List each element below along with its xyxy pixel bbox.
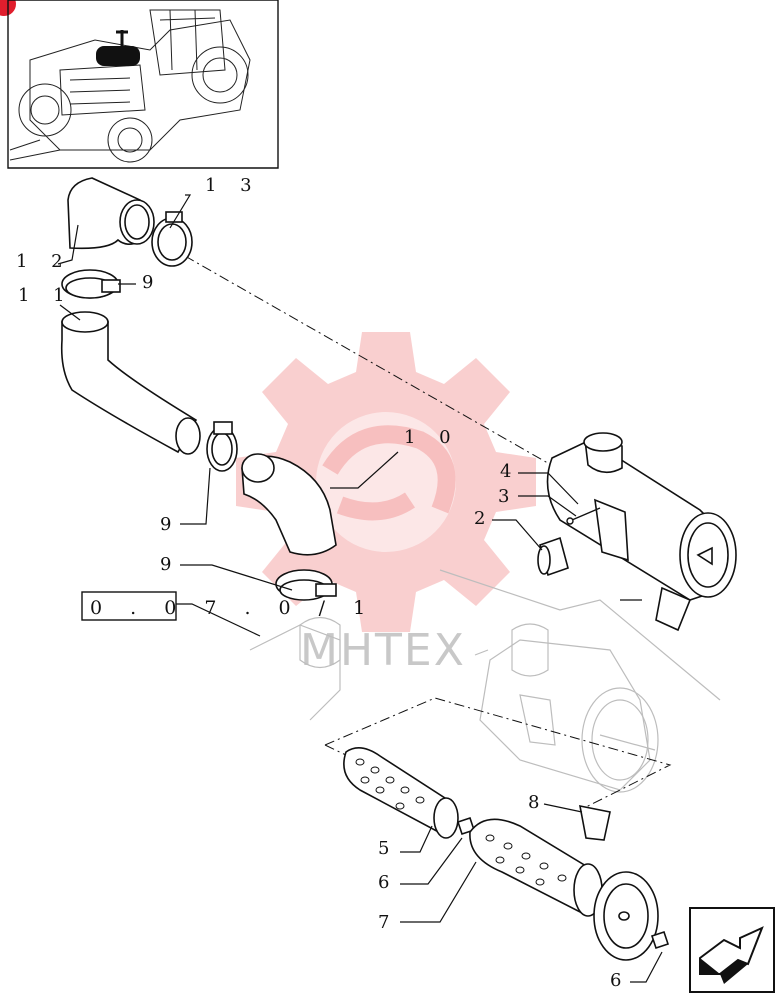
callout-2: 2 xyxy=(474,508,494,529)
watermark-text: МНТЕХ xyxy=(300,625,466,676)
part-cover[interactable] xyxy=(593,871,659,961)
callout-11: 1 1 xyxy=(18,285,74,306)
part-air-filter-housing[interactable] xyxy=(546,432,737,632)
callout-3: 3 xyxy=(498,486,518,507)
callout-5: 5 xyxy=(378,838,398,859)
reference-box-label: 0 . 0 7 . 0 / 1 xyxy=(90,597,376,619)
part-elbow-12[interactable] xyxy=(67,177,155,250)
ghost-housing xyxy=(249,569,721,793)
callout-13: 1 3 xyxy=(205,175,261,196)
reference-box[interactable]: 0 . 0 7 . 0 / 1 xyxy=(81,591,376,621)
part-pipe-11[interactable] xyxy=(60,311,201,455)
part-valve-8[interactable] xyxy=(578,804,611,841)
callout-12: 1 2 xyxy=(16,251,72,272)
part-clamp-9-upper[interactable] xyxy=(61,269,121,299)
part-clamp-13[interactable] xyxy=(151,211,193,267)
air-filter-highlight xyxy=(96,46,140,66)
callout-9-upper: 9 xyxy=(142,272,162,293)
part-filter-7[interactable] xyxy=(469,818,603,917)
part-filter-5[interactable] xyxy=(343,747,459,839)
part-wingnut-6-lower[interactable] xyxy=(650,930,670,950)
callout-10: 1 0 xyxy=(404,427,460,448)
callout-6-lower: 6 xyxy=(610,970,630,991)
callout-4: 4 xyxy=(500,461,520,482)
part-hose-10[interactable] xyxy=(241,453,337,556)
callout-9-middle: 9 xyxy=(160,514,180,535)
callout-6-upper: 6 xyxy=(378,872,398,893)
callout-9-lower: 9 xyxy=(160,554,180,575)
tractor-locator-thumbnail xyxy=(7,0,279,169)
arrow-forward-icon xyxy=(699,926,764,984)
callout-8: 8 xyxy=(528,792,548,813)
part-bolt-3[interactable] xyxy=(566,507,601,525)
next-page-button[interactable] xyxy=(689,907,775,993)
part-clamp-9-middle[interactable] xyxy=(206,421,238,472)
part-indicator-2[interactable] xyxy=(537,536,569,577)
part-clamp-9-lower[interactable] xyxy=(275,569,337,601)
leader-lines xyxy=(57,194,663,983)
callout-7: 7 xyxy=(378,912,398,933)
